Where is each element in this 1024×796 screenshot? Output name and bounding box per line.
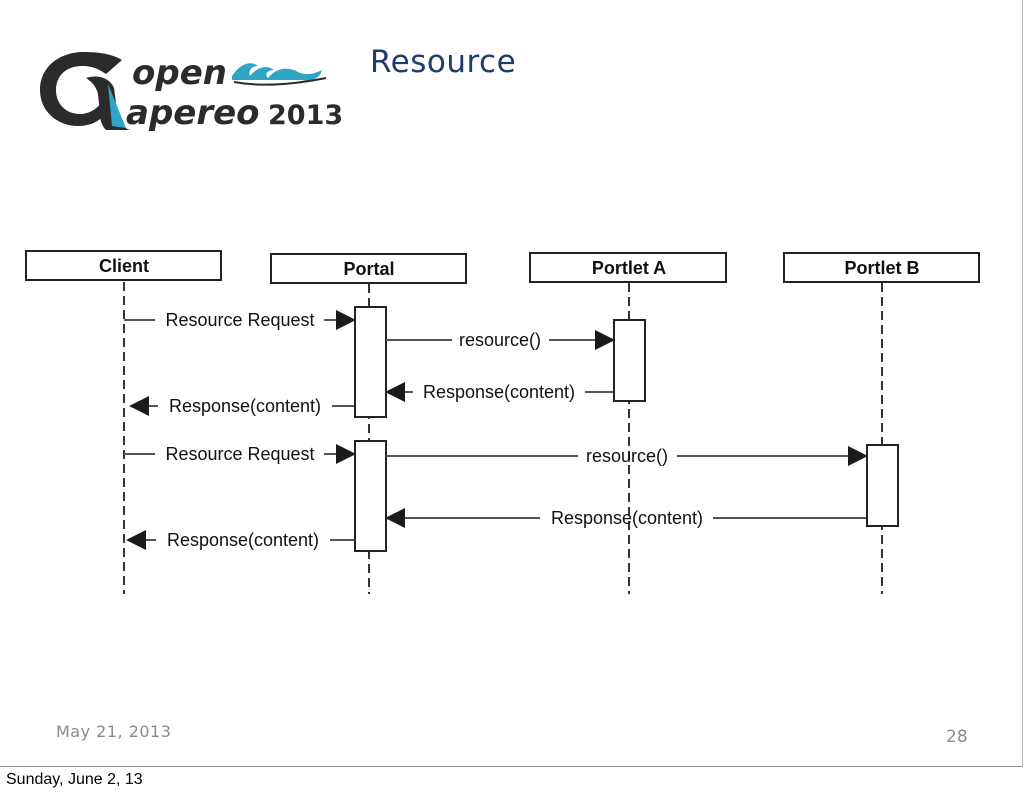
wave-icon (232, 63, 322, 81)
message-response-client-1: Response(content) (129, 396, 354, 416)
logo-word-apereo: apereo (126, 93, 260, 133)
message-label: Resource Request (165, 310, 314, 330)
participant-portal: Portal (270, 253, 467, 284)
logo-word-open: open (132, 53, 227, 93)
page-number: 28 (946, 727, 968, 747)
message-label: resource() (586, 446, 668, 466)
message-label: Response(content) (169, 396, 321, 416)
sequence-diagram: Client Portal Portlet A Portlet B Resour… (25, 250, 980, 594)
print-footer-date: Sunday, June 2, 13 (6, 771, 143, 788)
participant-client: Client (25, 250, 222, 281)
message-resource-call-b: resource() (386, 446, 868, 466)
logo-year: 2013 (268, 100, 343, 131)
message-resource-call-a: resource() (386, 330, 615, 350)
participant-portlet-a: Portlet A (529, 252, 727, 283)
participant-label-portal: Portal (343, 259, 394, 279)
message-label: Resource Request (165, 444, 314, 464)
message-label: Response(content) (551, 508, 703, 528)
participant-portlet-b: Portlet B (783, 252, 980, 283)
message-response-b: Response(content) (385, 508, 866, 528)
message-label: resource() (459, 330, 541, 350)
participant-label-client: Client (99, 256, 149, 276)
message-response-client-2: Response(content) (126, 530, 354, 550)
message-resource-request-2: Resource Request (124, 444, 356, 464)
activation-portal-2 (354, 440, 387, 552)
participant-label-portlet-b: Portlet B (844, 258, 919, 278)
message-response-a: Response(content) (385, 382, 613, 402)
message-label: Response(content) (423, 382, 575, 402)
slide-date: May 21, 2013 (56, 722, 172, 741)
slide-title: Resource (370, 44, 517, 80)
message-label: Response(content) (167, 530, 319, 550)
participant-label-portlet-a: Portlet A (592, 258, 666, 278)
activation-portal-1 (354, 306, 387, 418)
slide: open apereo 2013 Resource Client Portal (0, 0, 1023, 767)
activation-portlet-a (613, 319, 646, 402)
open-apereo-2013-logo: open apereo 2013 (40, 52, 343, 133)
activation-portlet-b (866, 444, 899, 527)
message-resource-request-1: Resource Request (124, 310, 356, 330)
